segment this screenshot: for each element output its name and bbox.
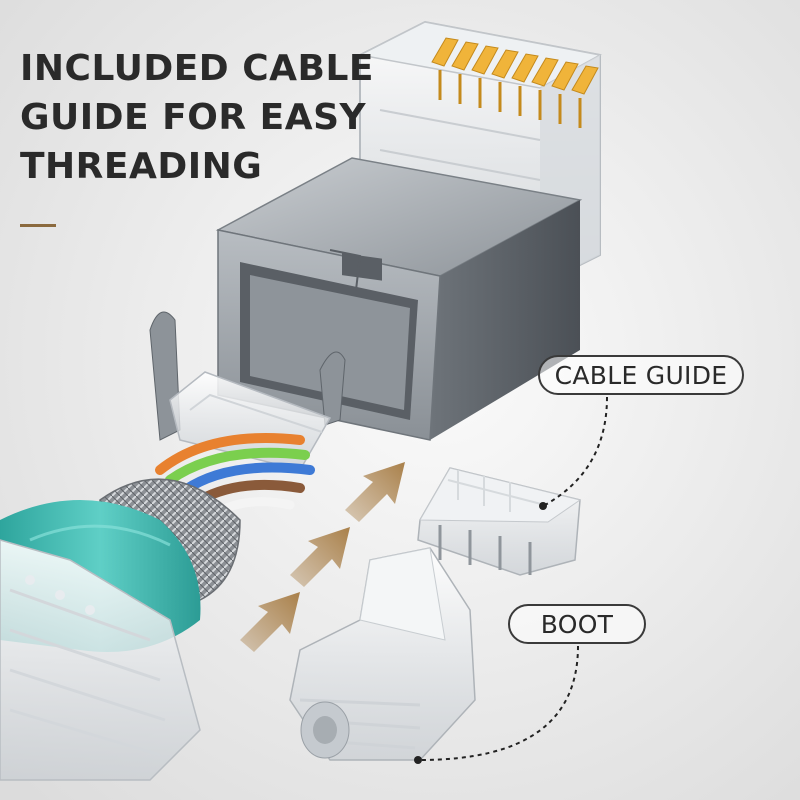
arrow-icon: [240, 592, 300, 652]
headline-line-3: THREADING: [20, 146, 263, 187]
cable-guide-callout: CABLE GUIDE: [538, 355, 744, 395]
accent-line: [20, 224, 56, 227]
boot-callout: BOOT: [508, 604, 646, 644]
arrow-icon: [290, 527, 350, 587]
gold-pins: [431, 37, 599, 128]
headline-line-2: GUIDE FOR EASY: [20, 97, 367, 138]
leader-dot: [539, 502, 547, 510]
direction-arrows: [240, 462, 405, 652]
arrow-icon: [345, 462, 405, 522]
headline-line-1: INCLUDED CABLE: [20, 48, 374, 89]
boot-on-cable: [0, 539, 201, 781]
leader-dot: [414, 756, 422, 764]
metal-shield: [215, 157, 583, 441]
boot-part: [289, 547, 476, 761]
headline: INCLUDED CABLE GUIDE FOR EASY THREADING: [20, 44, 400, 191]
leader-lines: [419, 396, 608, 761]
